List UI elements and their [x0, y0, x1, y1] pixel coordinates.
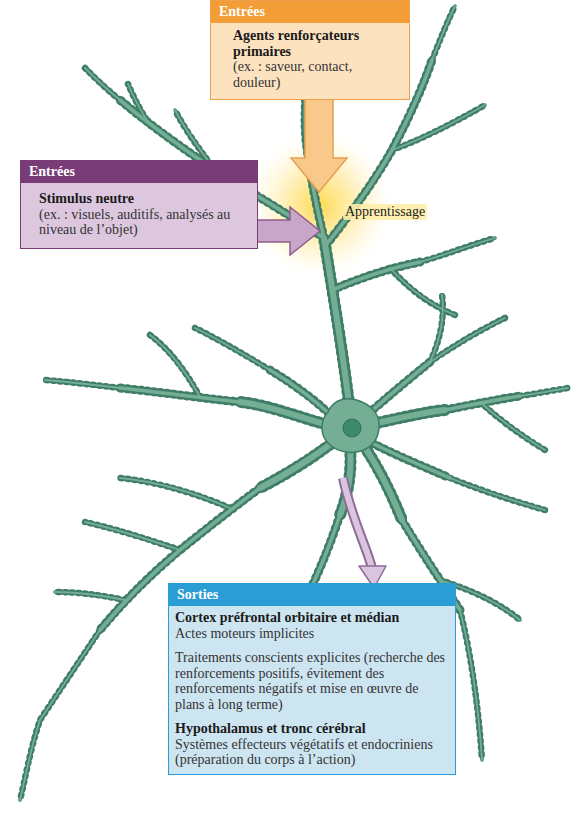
cell-body	[322, 399, 379, 453]
box-text: Actes moteurs implicites	[175, 626, 449, 642]
box-heading: Stimulus neutre	[39, 191, 249, 207]
box-heading: Cortex préfrontal orbitaire et médian	[175, 610, 449, 626]
box-text: (ex. : saveur, contact, douleur)	[233, 59, 401, 90]
input-box: EntréesAgents renforçateurs primaires(ex…	[210, 0, 410, 100]
dendrite-outline	[20, 6, 568, 800]
box-heading: Hypothalamus et tronc cérébral	[175, 721, 449, 737]
dendrite	[240, 238, 445, 520]
box-text: Systèmes effecteurs végétatifs et endocr…	[175, 737, 449, 768]
box-text: (ex. : visuels, auditifs, analysés au ni…	[39, 207, 249, 238]
input-box: EntréesStimulus neutre(ex. : visuels, au…	[20, 160, 258, 249]
box-body: Stimulus neutre(ex. : visuels, auditifs,…	[21, 183, 257, 248]
dendrite-outline	[240, 238, 445, 520]
box-text: Traitements conscients explicites (reche…	[175, 650, 449, 712]
process-label: Apprentissage	[343, 204, 427, 220]
box-heading: Agents renforçateurs primaires	[233, 28, 401, 59]
dendrite-outline	[20, 6, 568, 800]
dendrite	[20, 6, 568, 800]
output-arrow	[343, 478, 372, 568]
box-body: Cortex préfrontal orbitaire et médianAct…	[169, 606, 455, 774]
box-header: Entrées	[21, 161, 257, 183]
box-header: Entrées	[211, 1, 409, 23]
box-header: Sorties	[169, 584, 455, 606]
output-box: SortiesCortex préfrontal orbitaire et mé…	[168, 583, 456, 775]
dendrite	[20, 6, 568, 800]
box-body: Agents renforçateurs primaires(ex. : sav…	[211, 23, 409, 97]
nucleus	[343, 419, 361, 437]
output-arrow	[343, 478, 372, 568]
dendrite-outline	[20, 6, 568, 800]
dendrite-outline	[20, 6, 568, 800]
